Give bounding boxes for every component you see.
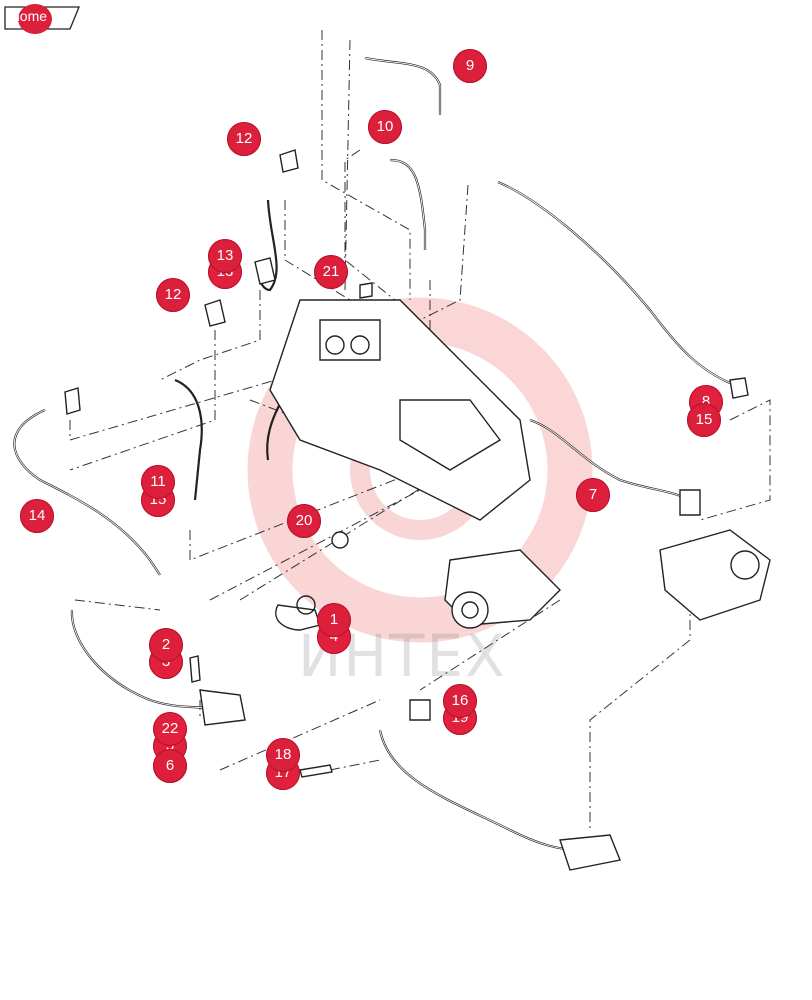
callout-15-right[interactable]: 15 — [687, 403, 721, 437]
callout-12[interactable]: 12 — [156, 278, 190, 312]
callout-20[interactable]: 20 — [287, 504, 321, 538]
callout-21[interactable]: 21 — [314, 255, 348, 289]
callout-11[interactable]: 11 — [141, 465, 175, 499]
valve-assembly — [64, 149, 771, 871]
callout-14[interactable]: 14 — [20, 499, 54, 533]
callout-18[interactable]: 18 — [266, 738, 300, 772]
hoses-inner — [13, 57, 731, 851]
callout-10[interactable]: 10 — [368, 110, 402, 144]
callout-12-top[interactable]: 12 — [227, 122, 261, 156]
callout-2[interactable]: 2 — [149, 628, 183, 662]
callout-7[interactable]: 7 — [576, 478, 610, 512]
callout-1[interactable]: 1 — [317, 603, 351, 637]
home-icon — [18, 4, 52, 34]
home-tab[interactable]: home — [4, 4, 80, 34]
callout-13[interactable]: 13 — [208, 239, 242, 273]
home-label: home — [12, 8, 48, 24]
callout-6[interactable]: 6 — [153, 749, 187, 783]
callout-16[interactable]: 16 — [443, 684, 477, 718]
callout-9[interactable]: 9 — [453, 49, 487, 83]
callout-22[interactable]: 22 — [153, 712, 187, 746]
